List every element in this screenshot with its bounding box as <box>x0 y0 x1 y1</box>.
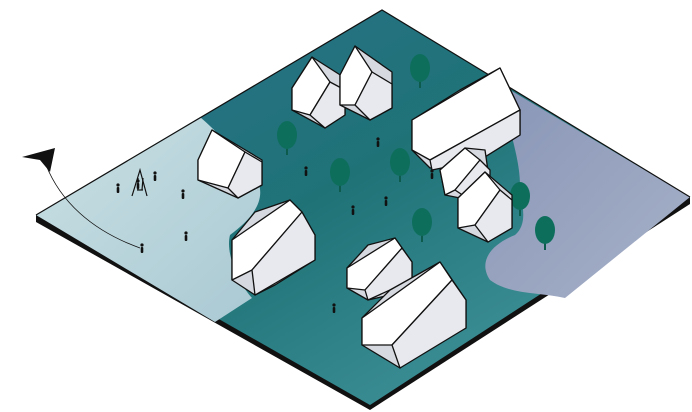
house-icon <box>339 45 393 121</box>
person-icon <box>184 231 188 241</box>
person-icon <box>376 137 380 147</box>
person-icon <box>304 166 308 176</box>
houses <box>197 45 521 369</box>
person-icon <box>181 189 185 199</box>
house-icon <box>231 199 316 296</box>
house-icon <box>291 56 346 129</box>
person-icon <box>116 183 120 193</box>
person-icon <box>351 205 355 215</box>
person-icon <box>153 171 157 181</box>
swing-icon <box>131 167 148 197</box>
person-icon <box>332 303 336 313</box>
house-icon <box>361 261 467 369</box>
meadow-right <box>485 87 690 298</box>
person-icon <box>430 169 434 179</box>
house-icon <box>411 67 521 171</box>
house-icon <box>457 171 513 243</box>
person-icon <box>140 243 144 253</box>
kite-icon <box>22 148 141 249</box>
house-icon <box>346 237 413 301</box>
house-icon <box>197 129 263 199</box>
person-icon <box>384 196 388 206</box>
